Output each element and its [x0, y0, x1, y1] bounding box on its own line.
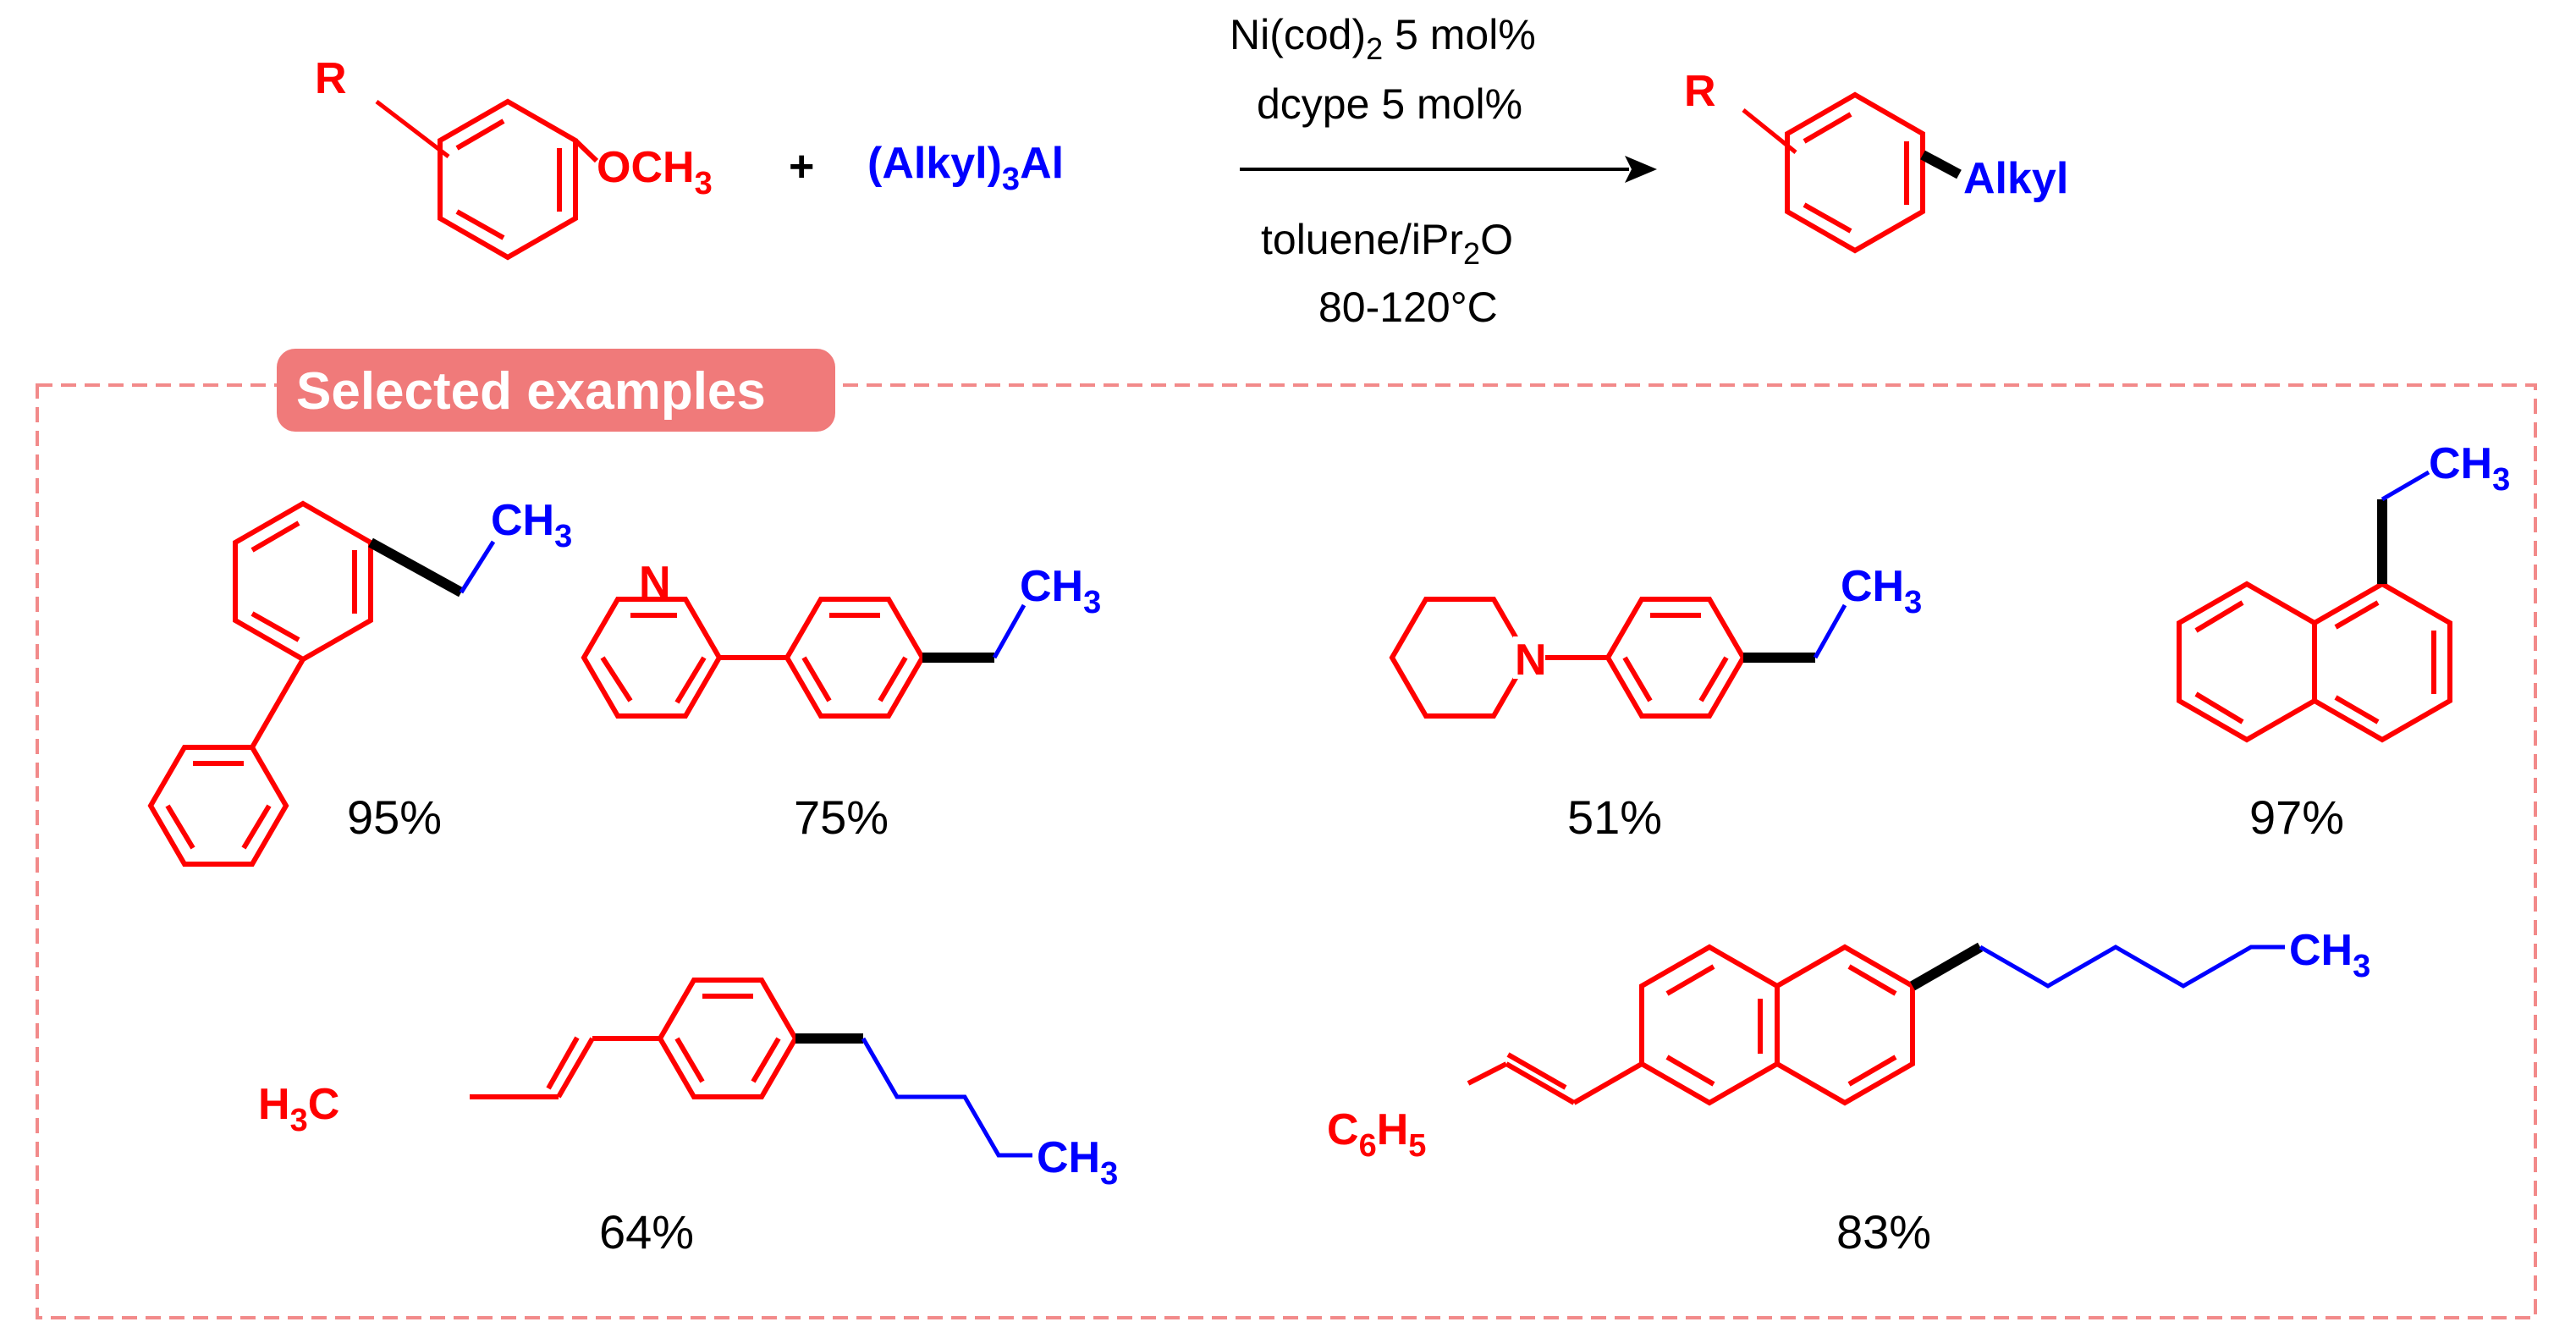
ligand-label: dcype 5 mol%	[1257, 80, 1522, 128]
benzene-ring	[1785, 91, 1925, 254]
r-label: R	[1684, 67, 1716, 116]
aromatic-inner-bonds	[455, 118, 562, 240]
catalyst-label: Ni(cod)2 5 mol%	[1230, 11, 1536, 66]
new-c-c-bond	[1910, 942, 1983, 991]
reaction-arrow	[1240, 156, 1657, 183]
r-substituent-bond	[1742, 108, 1797, 154]
example-1-yield: 95%	[347, 790, 442, 844]
starting-aryl-ether: R OCH3	[315, 54, 713, 261]
ch3-label: CH3	[1841, 562, 1922, 620]
trialkylaluminum-label: (Alkyl)3Al	[867, 139, 1064, 197]
c6h5-label: C6H5	[1327, 1105, 1426, 1164]
product-alkylarene: R Alkyl	[1684, 67, 2068, 254]
examples-badge: Selected examples	[277, 349, 835, 432]
ch3-label: CH3	[2289, 926, 2370, 984]
examples-box	[36, 383, 2537, 1319]
ch3-label: CH3	[1037, 1133, 1118, 1192]
example-3-yield: 51%	[1567, 790, 1662, 844]
example-4-yield: 97%	[2249, 790, 2344, 844]
arrow-head	[1625, 156, 1657, 183]
piperidine-n-label: N	[1515, 636, 1547, 685]
h3c-label: H3C	[258, 1080, 339, 1138]
ch3-label: CH3	[2429, 439, 2510, 498]
new-c-c-bond	[368, 537, 464, 598]
ch3-label: CH3	[1020, 562, 1101, 620]
new-c-c-bond	[1920, 150, 1962, 179]
pyridine-n-label: N	[639, 558, 671, 607]
reaction-conditions: Ni(cod)2 5 mol% dcype 5 mol% toluene/iPr…	[1230, 11, 1536, 331]
temperature-label: 80-120°C	[1318, 284, 1498, 331]
example-6-yield: 83%	[1836, 1205, 1931, 1259]
example-6-structure: C6H5 CH3	[1327, 926, 2370, 1164]
ch3-label: CH3	[491, 496, 572, 554]
examples-badge-label: Selected examples	[296, 362, 766, 421]
example-2-structure: N CH3	[581, 558, 1101, 719]
r-label: R	[315, 54, 347, 103]
example-2-yield: 75%	[794, 790, 889, 844]
methoxy-label: OCH3	[597, 143, 713, 201]
reaction-scheme: R OCH3 + (Alkyl)3Al Ni(cod)2 5 mol% dcyp…	[315, 11, 2068, 331]
benzene-ring	[438, 98, 578, 261]
plus-sign: +	[789, 142, 814, 191]
example-1-structure: CH3	[147, 496, 572, 867]
o-bond	[573, 138, 599, 163]
example-5-yield: 64%	[599, 1205, 694, 1259]
r-substituent-bond	[375, 100, 450, 158]
alkyl-label: Alkyl	[1963, 154, 2068, 203]
example-3-structure: N CH3	[1389, 562, 1922, 719]
example-4-structure: CH3	[2177, 439, 2510, 743]
solvent-label: toluene/iPr2O	[1261, 216, 1513, 271]
example-5-structure: H3C CH3	[258, 978, 1118, 1192]
aromatic-inner-bonds	[1803, 112, 1909, 234]
